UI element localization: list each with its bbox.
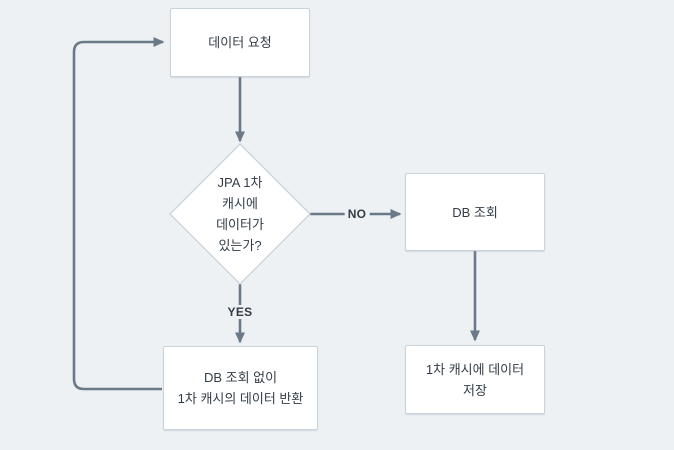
edge-label-yes: YES xyxy=(224,305,256,319)
node-data-request: 데이터 요청 xyxy=(170,8,310,77)
edge-return-to-request-loop xyxy=(72,37,165,391)
node-data-request-label: 데이터 요청 xyxy=(208,35,272,50)
node-db-lookup-label: DB 조회 xyxy=(452,204,498,220)
return-cache-line-1: DB 조회 없이 xyxy=(203,370,278,385)
decision-line-3: 데이터가 xyxy=(216,217,264,232)
decision-line-4: 있는가? xyxy=(218,238,262,253)
save-cache-line-2: 저장 xyxy=(463,382,487,398)
node-decision-label: JPA 1차 캐시에 데이터가 있는가? xyxy=(178,172,302,256)
node-save-to-cache: 1차 캐시에 데이터 저장 xyxy=(405,345,545,414)
node-return-from-cache: DB 조회 없이 1차 캐시의 데이터 반환 xyxy=(163,346,318,430)
node-db-lookup: DB 조회 xyxy=(405,173,545,251)
return-cache-line-2: 1차 캐시의 데이터 반환 xyxy=(177,391,304,406)
decision-diamond-shape xyxy=(169,143,311,285)
decision-line-2: 캐시에 xyxy=(222,196,258,211)
save-cache-line-1: 1차 캐시에 데이터 xyxy=(425,361,525,377)
decision-line-1: JPA 1차 xyxy=(217,175,263,190)
edge-label-no: NO xyxy=(344,207,370,221)
